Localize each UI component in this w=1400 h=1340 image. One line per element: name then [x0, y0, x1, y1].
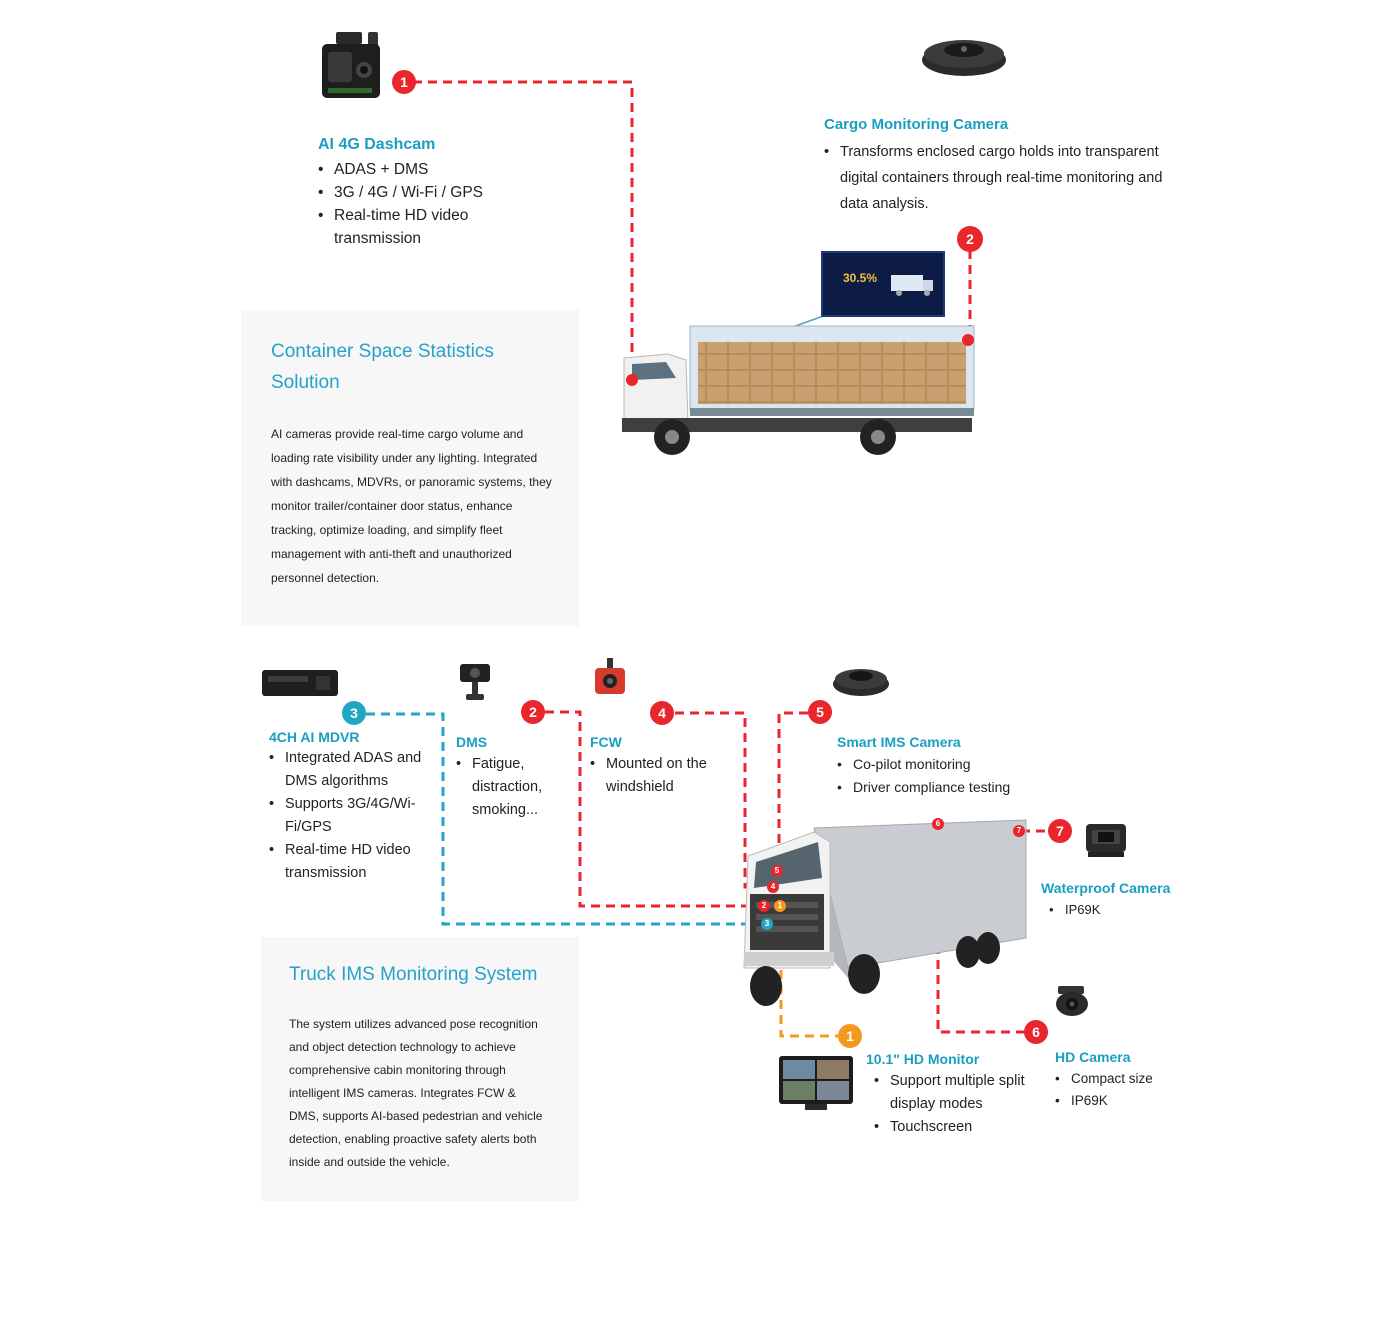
feature-item: Touchscreen	[874, 1116, 1036, 1139]
feature-item: Real-time HD video transmission	[318, 204, 514, 250]
monitor-image	[777, 1054, 855, 1112]
truck-thumbnail-icon	[891, 275, 933, 296]
monitor-badge: 1	[838, 1024, 862, 1048]
mdvr-title: 4CH AI MDVR	[269, 729, 360, 745]
waterproof-title: Waterproof Camera	[1041, 880, 1171, 896]
mdvr-icon	[262, 670, 338, 696]
truck-marker-1: 1	[774, 900, 786, 912]
container-panel-body: AI cameras provide real-time cargo volum…	[271, 427, 552, 585]
dms-features: Fatigue, distraction, smoking...	[456, 753, 566, 822]
monitor-icon	[779, 1056, 853, 1110]
connector-mdvr	[366, 712, 768, 926]
dome-camera-icon	[833, 669, 889, 696]
ims-features: Co-pilot monitoring Driver compliance te…	[837, 753, 1037, 799]
container-panel-title: Container Space Statistics Solution	[271, 341, 494, 393]
hd-camera-features: Compact size IP69K	[1055, 1068, 1195, 1112]
cargo-screen: 30.5%	[821, 251, 945, 317]
cargo-camera-badge: 2	[957, 226, 983, 252]
box-truck-icon	[622, 325, 975, 455]
mdvr-info: 4CH AI MDVR Integrated ADAS and DMS algo…	[269, 729, 439, 885]
truck-marker-6: 6	[932, 818, 944, 830]
ims-image	[832, 662, 890, 698]
hd-camera-badge: 6	[1024, 1020, 1048, 1044]
dms-title: DMS	[456, 734, 488, 750]
fcw-title: FCW	[590, 734, 622, 750]
waterproof-camera-icon	[1086, 824, 1126, 857]
fcw-features: Mounted on the windshield	[590, 753, 740, 799]
truck-marker-3: 3	[761, 918, 773, 930]
cargo-camera-features: Transforms enclosed cargo holds into tra…	[824, 139, 1194, 217]
waterproof-badge: 7	[1048, 819, 1072, 843]
dms-badge: 2	[521, 700, 545, 724]
waterproof-info: Waterproof Camera IP69K	[1041, 880, 1201, 921]
mdvr-image	[260, 664, 340, 700]
monitor-features: Support multiple split display modes Tou…	[874, 1070, 1036, 1139]
cargo-camera-image	[920, 30, 1008, 78]
waterproof-image	[1082, 822, 1130, 860]
truck-panel: Truck IMS Monitoring System The system u…	[261, 937, 579, 1201]
cargo-percent: 30.5%	[843, 271, 878, 285]
hd-camera-image	[1052, 984, 1094, 1018]
feature-item: Driver compliance testing	[837, 776, 1037, 799]
ims-truck-image	[738, 818, 1032, 1008]
feature-item: ADAS + DMS	[318, 158, 548, 181]
monitor-info: 10.1" HD Monitor Support multiple split …	[866, 1051, 1036, 1139]
dashcam-image	[318, 30, 386, 102]
connector-dms	[545, 710, 765, 908]
feature-item: 3G / 4G / Wi-Fi / GPS	[318, 181, 548, 204]
fcw-camera-icon	[595, 658, 625, 694]
ims-badge: 5	[808, 700, 832, 724]
dashcam-icon	[322, 32, 380, 98]
feature-item: Real-time HD video transmission	[269, 839, 439, 885]
dashcam-features: ADAS + DMS 3G / 4G / Wi-Fi / GPS Real-ti…	[318, 158, 548, 250]
feature-item: Mounted on the windshield	[590, 753, 731, 799]
cargo-truck-image	[618, 322, 978, 462]
ims-title: Smart IMS Camera	[837, 734, 961, 750]
feature-item: Integrated ADAS and DMS algorithms	[269, 747, 439, 793]
dms-camera-icon	[460, 664, 490, 700]
feature-item: Support multiple split display modes	[874, 1070, 1030, 1116]
dashcam-info: AI 4G Dashcam ADAS + DMS 3G / 4G / Wi-Fi…	[318, 136, 548, 250]
dms-info: DMS Fatigue, distraction, smoking...	[456, 734, 566, 822]
hd-camera-info: HD Camera Compact size IP69K	[1055, 1049, 1195, 1112]
cargo-camera-info: Cargo Monitoring Camera Transforms enclo…	[824, 116, 1214, 217]
semi-truck-icon	[743, 819, 1027, 1006]
truck-panel-title: Truck IMS Monitoring System	[289, 964, 538, 985]
connector-monitor	[779, 910, 838, 1038]
feature-item: Fatigue, distraction, smoking...	[456, 753, 556, 822]
feature-item: Co-pilot monitoring	[837, 753, 1037, 776]
truck-marker-5: 5	[771, 865, 783, 877]
feature-item: Transforms enclosed cargo holds into tra…	[824, 139, 1194, 217]
dashcam-badge: 1	[392, 70, 416, 94]
hd-camera-icon	[1056, 986, 1088, 1016]
truck-panel-body: The system utilizes advanced pose recogn…	[289, 1017, 543, 1169]
ims-info: Smart IMS Camera Co-pilot monitoring Dri…	[837, 734, 1037, 799]
container-panel: Container Space Statistics Solution AI c…	[241, 310, 579, 626]
truck-marker-2: 2	[758, 900, 770, 912]
hd-camera-title: HD Camera	[1055, 1049, 1131, 1065]
cargo-camera-title: Cargo Monitoring Camera	[824, 116, 1009, 133]
feature-item: IP69K	[1055, 1090, 1195, 1112]
feature-item: Supports 3G/4G/Wi-Fi/GPS	[269, 793, 439, 839]
monitor-title: 10.1" HD Monitor	[866, 1051, 980, 1067]
feature-item: Compact size	[1055, 1068, 1195, 1090]
dome-camera-icon	[922, 40, 1006, 76]
dms-image	[456, 660, 494, 704]
fcw-image	[592, 656, 628, 700]
mdvr-features: Integrated ADAS and DMS algorithms Suppo…	[269, 747, 439, 885]
fcw-info: FCW Mounted on the windshield	[590, 734, 740, 799]
mdvr-badge: 3	[342, 701, 366, 725]
connector-dashcam	[413, 80, 634, 378]
waterproof-features: IP69K	[1049, 899, 1201, 921]
fcw-badge: 4	[650, 701, 674, 725]
truck-marker-4: 4	[767, 881, 779, 893]
truck-marker-7: 7	[1013, 825, 1025, 837]
feature-item: IP69K	[1049, 899, 1201, 921]
dashcam-title: AI 4G Dashcam	[318, 136, 436, 153]
